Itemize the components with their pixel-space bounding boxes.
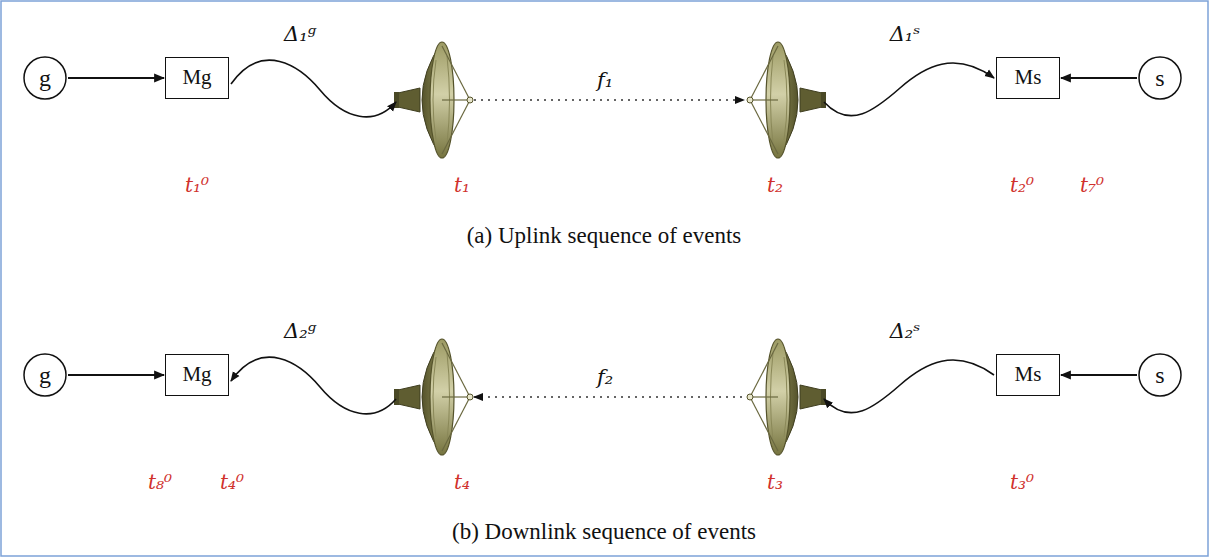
- time-label: t₈⁰: [148, 471, 172, 494]
- signal-arrow: [68, 77, 164, 79]
- subfigure-caption: (a) Uplink sequence of events: [467, 223, 742, 249]
- node-label: Mg: [182, 66, 211, 89]
- node-label: Ms: [1015, 363, 1042, 386]
- time-label: t₁⁰: [185, 174, 209, 197]
- time-label: t₄: [454, 471, 470, 494]
- node-label: g: [39, 65, 51, 91]
- time-label: t₃⁰: [1010, 471, 1034, 494]
- delay-label: Δ₂ˢ: [890, 319, 921, 343]
- source-circle: g: [23, 353, 67, 397]
- time-label: t₇⁰: [1080, 174, 1104, 197]
- time-label: t₃: [767, 471, 783, 494]
- frequency-label: f₁: [593, 68, 617, 92]
- time-label: t₄⁰: [220, 471, 244, 494]
- process-box: Mg: [165, 354, 229, 396]
- signal-arrow: [1061, 374, 1137, 376]
- node-label: s: [1155, 65, 1164, 91]
- ground-dish: [394, 42, 473, 158]
- radio-link: [474, 99, 744, 101]
- delay-link: [231, 357, 396, 414]
- delay-link: [231, 60, 396, 117]
- signal-arrow: [1061, 77, 1137, 79]
- process-box: Ms: [996, 57, 1060, 99]
- delay-link: [824, 360, 994, 413]
- source-circle: s: [1138, 56, 1182, 100]
- subfigure-caption: (b) Downlink sequence of events: [452, 519, 756, 545]
- delay-label: Δ₁ᵍ: [284, 22, 316, 46]
- ground-dish: [394, 339, 473, 455]
- time-label: t₂⁰: [1010, 174, 1034, 197]
- delay-link: [824, 63, 994, 116]
- node-label: g: [39, 362, 51, 388]
- process-box: Mg: [165, 57, 229, 99]
- source-circle: g: [23, 56, 67, 100]
- time-label: t₁: [454, 174, 470, 197]
- time-label: t₂: [767, 174, 783, 197]
- signal-arrow: [68, 374, 164, 376]
- delay-label: Δ₁ˢ: [890, 22, 921, 46]
- process-box: Ms: [996, 354, 1060, 396]
- radio-link: [474, 396, 744, 398]
- node-label: Ms: [1015, 66, 1042, 89]
- node-label: Mg: [182, 363, 211, 386]
- satellite-dish: [747, 42, 826, 158]
- delay-label: Δ₂ᵍ: [284, 319, 316, 343]
- satellite-dish: [747, 339, 826, 455]
- source-circle: s: [1138, 353, 1182, 397]
- node-label: s: [1155, 362, 1164, 388]
- frequency-label: f₂: [593, 365, 617, 389]
